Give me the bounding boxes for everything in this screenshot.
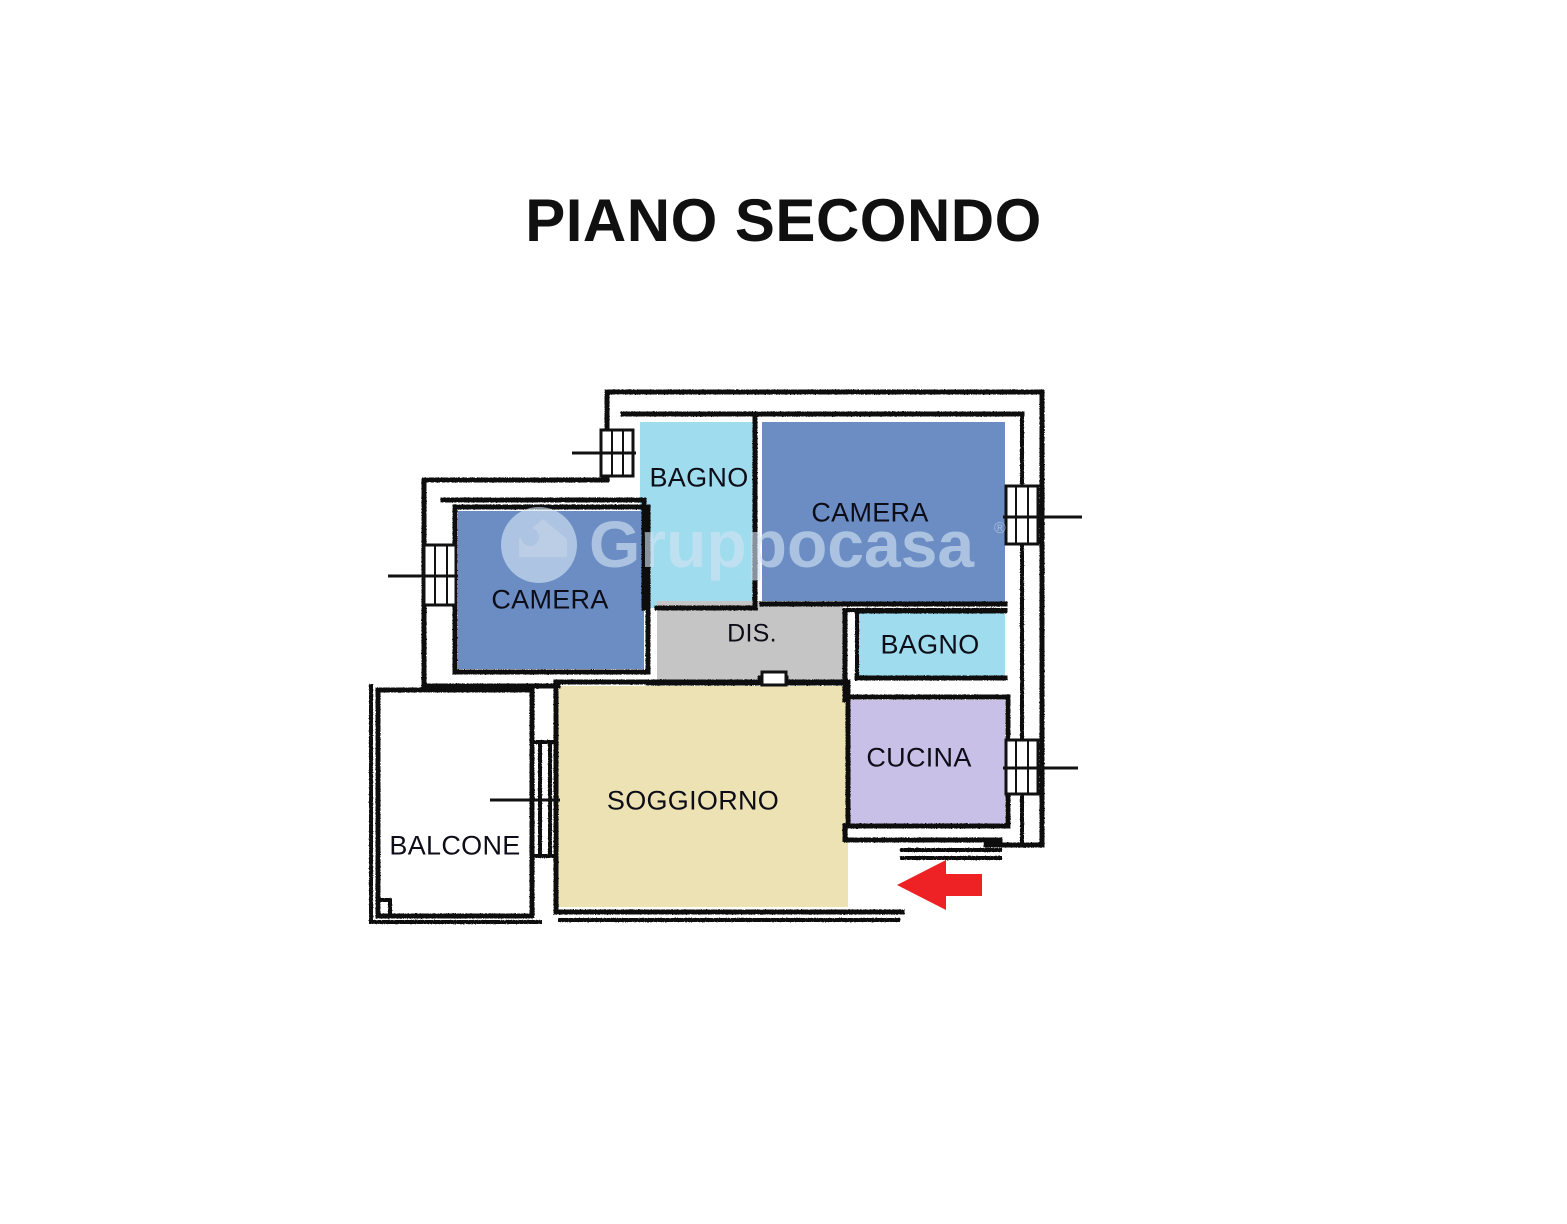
room-fill-bagno-right bbox=[857, 611, 1005, 678]
window-camera-top-east bbox=[1003, 484, 1082, 546]
wall-outer-top bbox=[604, 389, 1045, 848]
room-label-balcone: BALCONE bbox=[389, 830, 521, 861]
room-label-bagno-top: BAGNO bbox=[649, 462, 749, 493]
room-label-soggiorno: SOGGIORNO bbox=[606, 785, 780, 816]
room-fill-bagno-top bbox=[640, 422, 753, 608]
window-cucina-east bbox=[1003, 738, 1078, 796]
wall-bagno-right-outline bbox=[854, 608, 1008, 681]
window-camera-left bbox=[388, 543, 458, 607]
room-fill-camera-top bbox=[762, 422, 1005, 602]
door-dis-soggiorno bbox=[760, 670, 788, 687]
room-label-cucina: CUCINA bbox=[866, 742, 972, 773]
room-fill-soggiorno bbox=[558, 686, 848, 907]
entrance-arrow bbox=[897, 860, 982, 910]
room-label-dis: DIS. bbox=[727, 619, 777, 648]
door-balcone-soggiorno bbox=[532, 740, 558, 858]
window-bagno-top bbox=[572, 428, 636, 478]
room-label-camera-top: CAMERA bbox=[811, 497, 929, 528]
room-fill-cucina bbox=[845, 700, 1005, 824]
wall-balcone-notch bbox=[376, 898, 392, 918]
room-fill-dis bbox=[657, 601, 843, 684]
room-label-camera-left: CAMERA bbox=[491, 584, 609, 615]
wall-cucina-bottom-step bbox=[842, 823, 1003, 843]
wall-bottom-right-ext bbox=[900, 848, 1002, 860]
wall-balcone-outer bbox=[369, 684, 542, 924]
room-label-bagno-right: BAGNO bbox=[880, 629, 980, 660]
openings bbox=[388, 428, 1082, 802]
page-title: PIANO SECONDO bbox=[525, 187, 1042, 254]
walls bbox=[369, 389, 1045, 924]
wall-balcone-outline bbox=[375, 687, 535, 919]
room-fill-balcone bbox=[383, 688, 532, 916]
